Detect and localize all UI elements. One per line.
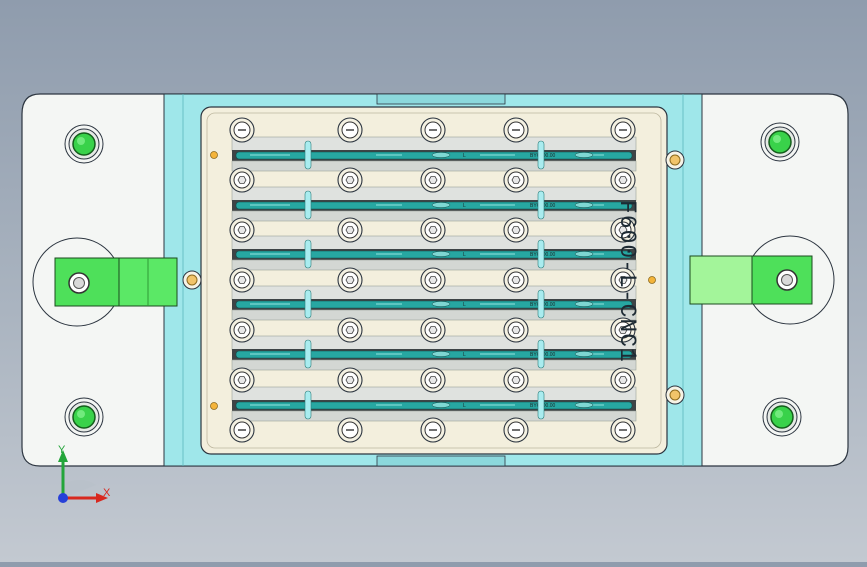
socket-screw-icon xyxy=(420,217,446,243)
socket-screw-icon xyxy=(420,417,446,443)
locating-pin-icon xyxy=(665,150,685,170)
right-clamp[interactable] xyxy=(689,235,835,325)
socket-screw-icon xyxy=(337,367,363,393)
socket-screw-icon xyxy=(337,117,363,143)
axis-y-label: Y xyxy=(58,444,66,456)
pin-dot-icon xyxy=(210,402,218,410)
workpiece-strip: BYC-D0.00L xyxy=(231,386,637,422)
socket-screw-icon xyxy=(420,117,446,143)
coordinate-triad-icon xyxy=(58,450,108,503)
workpiece-strip: BYC-D0.00L xyxy=(231,285,637,321)
counterbore-bolt-icon xyxy=(762,397,802,437)
socket-screw-icon xyxy=(610,367,636,393)
socket-screw-icon xyxy=(503,367,529,393)
workpiece-strip: BYC-D0.00L xyxy=(231,335,637,371)
socket-screw-icon xyxy=(503,317,529,343)
socket-screw-icon xyxy=(337,417,363,443)
socket-screw-icon xyxy=(420,267,446,293)
strip-letter-text: L xyxy=(463,153,466,159)
socket-screw-icon xyxy=(610,417,636,443)
strip-letter-text: L xyxy=(463,302,466,308)
socket-screw-icon xyxy=(229,367,255,393)
socket-screw-icon xyxy=(229,317,255,343)
strip-letter-text: L xyxy=(463,403,466,409)
socket-screw-icon xyxy=(503,267,529,293)
socket-screw-icon xyxy=(503,217,529,243)
strip-letter-text: L xyxy=(463,252,466,258)
socket-screw-icon xyxy=(229,167,255,193)
socket-screw-icon xyxy=(337,317,363,343)
socket-screw-icon xyxy=(420,167,446,193)
locating-pin-icon xyxy=(182,270,202,290)
workpiece-strip: BYC-D0.00L xyxy=(231,235,637,271)
socket-screw-icon xyxy=(420,317,446,343)
socket-screw-icon xyxy=(229,267,255,293)
counterbore-bolt-icon xyxy=(64,124,104,164)
socket-screw-icon xyxy=(503,167,529,193)
socket-screw-icon xyxy=(337,167,363,193)
counterbore-bolt-icon xyxy=(64,397,104,437)
pin-dot-icon xyxy=(648,276,656,284)
socket-screw-icon xyxy=(229,417,255,443)
socket-screw-icon xyxy=(420,367,446,393)
socket-screw-icon xyxy=(610,267,636,293)
socket-screw-icon xyxy=(610,167,636,193)
counterbore-bolt-icon xyxy=(760,122,800,162)
socket-screw-icon xyxy=(229,217,255,243)
socket-screw-icon xyxy=(610,217,636,243)
locating-pin-icon xyxy=(665,385,685,405)
socket-screw-icon xyxy=(503,417,529,443)
part-number-label: F600-L-CNC1 xyxy=(614,200,640,363)
axis-x-label: X xyxy=(103,487,111,499)
socket-screw-icon xyxy=(503,117,529,143)
pin-dot-icon xyxy=(210,151,218,159)
workpiece-strip: BYC-D0.00L xyxy=(231,136,637,172)
left-clamp[interactable] xyxy=(32,237,178,327)
strip-letter-text: L xyxy=(463,203,466,209)
socket-screw-icon xyxy=(337,217,363,243)
socket-screw-icon xyxy=(229,117,255,143)
strip-letter-text: L xyxy=(463,352,466,358)
workpiece-strip: BYC-D0.00L xyxy=(231,186,637,222)
socket-screw-icon xyxy=(610,317,636,343)
socket-screw-icon xyxy=(610,117,636,143)
socket-screw-icon xyxy=(337,267,363,293)
